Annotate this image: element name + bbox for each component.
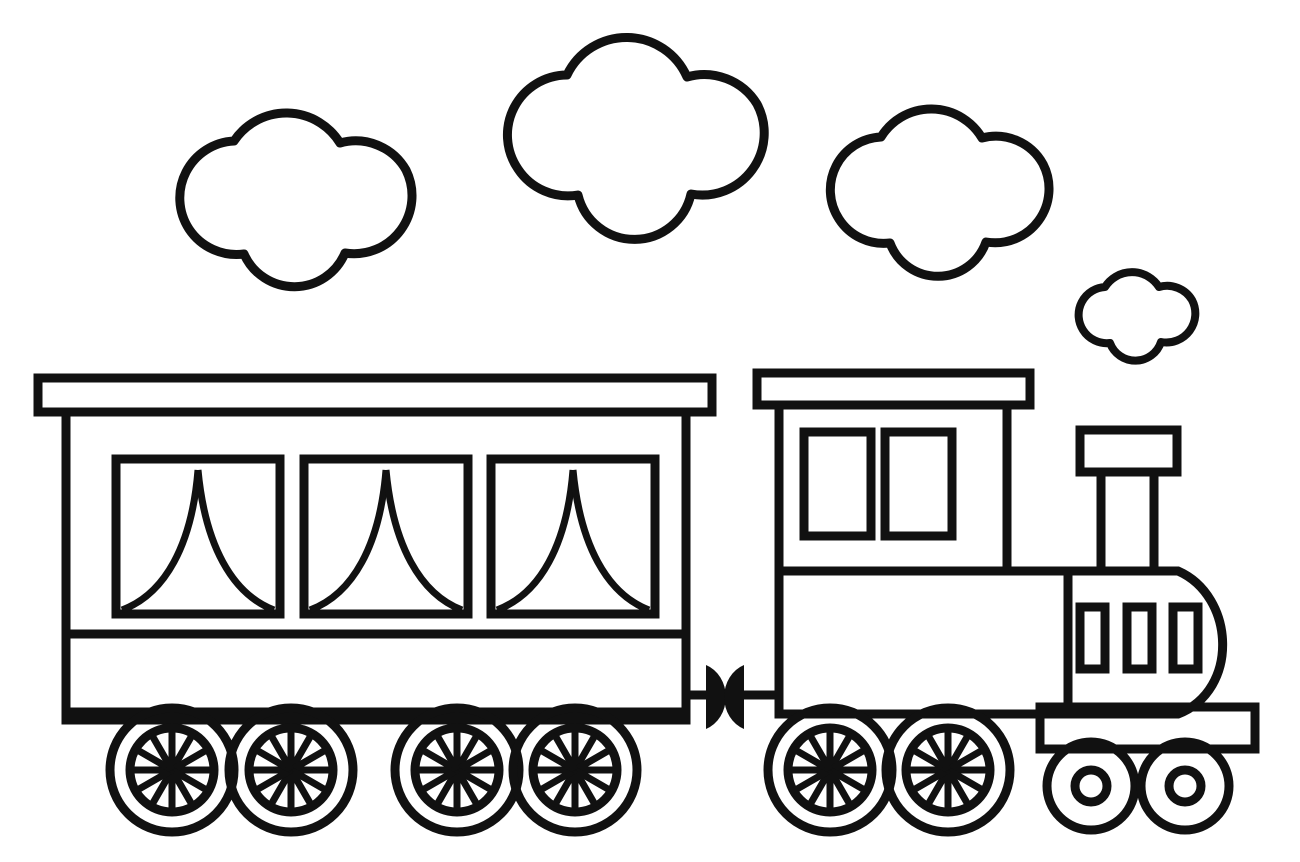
- cloud-right: [825, 104, 1054, 281]
- carriage-body: [61, 407, 691, 725]
- loco-body: [774, 566, 1073, 719]
- cloud-center: [502, 33, 769, 244]
- coupler-left: [706, 665, 726, 729]
- boiler-vent-3: [1168, 602, 1203, 674]
- carriage-wheel-1: [105, 703, 239, 837]
- carriage-window-2: [299, 454, 473, 619]
- carriage-wheel-3: [390, 703, 524, 837]
- loco-chimney-cap: [1075, 425, 1182, 477]
- steam-locomotive: [752, 368, 1260, 837]
- coupler: [686, 665, 779, 729]
- cloud-group: [175, 33, 1200, 365]
- coupler-right: [724, 665, 744, 729]
- cloud-small: [1074, 268, 1200, 365]
- carriage-wheel-4: [508, 703, 642, 837]
- loco-wheel-1: [763, 703, 897, 837]
- loco-cab-roof: [752, 368, 1035, 410]
- cab-window-right: [880, 427, 957, 541]
- carriage-wheel-2: [224, 703, 358, 837]
- cloud-left: [175, 108, 417, 292]
- carriage-window-1: [111, 454, 285, 619]
- loco-pony-wheel-1: [1042, 737, 1140, 835]
- boiler-vent-1: [1075, 602, 1110, 674]
- cab-window-left: [799, 427, 876, 541]
- loco-chimney-stack: [1096, 472, 1159, 571]
- carriage-window-3: [486, 454, 660, 619]
- carriage-roof: [33, 373, 717, 417]
- boiler-vent-2: [1122, 602, 1157, 674]
- loco-wheel-2: [881, 703, 1015, 837]
- passenger-carriage: [33, 373, 717, 837]
- loco-pony-wheel-2: [1136, 737, 1234, 835]
- loco-footplate-overlay: [1035, 702, 1260, 754]
- loco-boiler: [1063, 566, 1228, 719]
